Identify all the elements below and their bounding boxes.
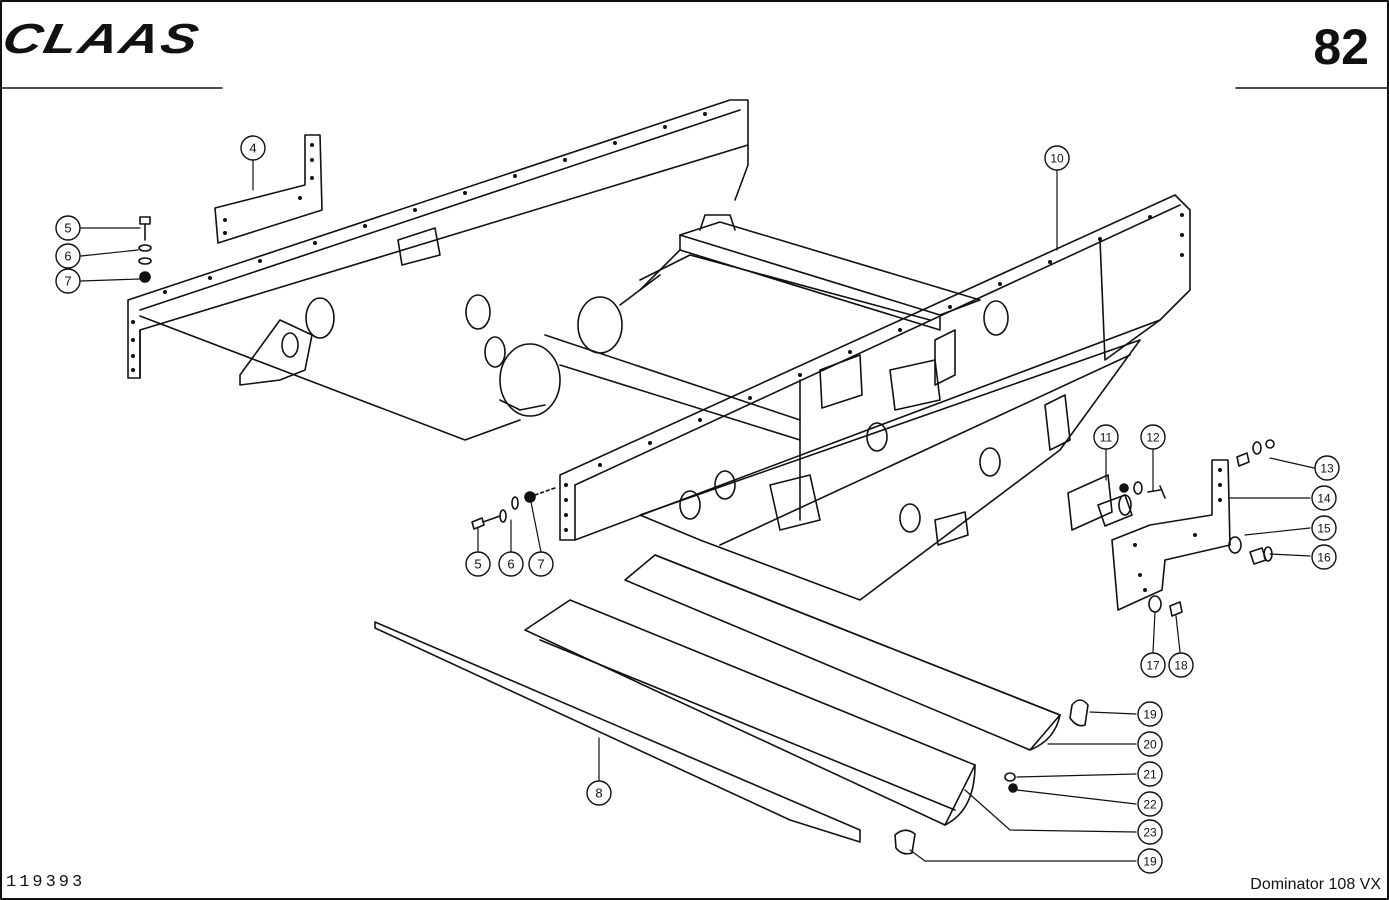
lower-frame-plate	[639, 329, 1141, 601]
callout-circle-21	[1137, 761, 1163, 787]
callout-label-15: 15	[1317, 522, 1331, 536]
callout-label-19: 19	[1143, 855, 1157, 869]
callout-circle-5	[465, 551, 491, 577]
callout-labels: 4 5 6 7 10 11 12 13 14 15 16 5 6 7 17 18 19 20 21 22 8 23 19	[55, 135, 1340, 874]
clip-19-upper	[1069, 699, 1089, 727]
hardware-17-18	[1148, 595, 1183, 617]
shield-20	[624, 554, 1061, 751]
callout-label-21: 21	[1143, 768, 1157, 782]
callout-circle-5	[55, 215, 81, 241]
hardware-bolt-washer-nut-upper	[138, 216, 152, 283]
callout-label-23: 23	[1143, 826, 1157, 840]
callout-label-10: 10	[1050, 152, 1064, 166]
callout-label-6: 6	[64, 249, 71, 264]
callout-circle-12	[1140, 424, 1166, 450]
callout-label-16: 16	[1317, 551, 1331, 565]
callout-label-17: 17	[1146, 659, 1160, 673]
clip-19-lower	[894, 829, 916, 855]
bracket-plate-4	[214, 134, 323, 244]
callout-label-13: 13	[1320, 462, 1334, 476]
callout-label-22: 22	[1143, 798, 1157, 812]
callout-circle-4	[240, 135, 266, 161]
callout-label-14: 14	[1317, 492, 1331, 506]
hardware-15-16	[1228, 536, 1273, 565]
callout-circle-19	[1137, 701, 1163, 727]
callout-circle-19	[1137, 848, 1163, 874]
callout-label-7: 7	[537, 557, 544, 572]
callout-circle-20	[1137, 731, 1163, 757]
callout-label-7: 7	[64, 274, 71, 289]
leader-lines	[80, 159, 1315, 862]
callout-circle-23	[1137, 819, 1163, 845]
callout-circle-16	[1311, 544, 1337, 570]
callout-circle-13	[1314, 455, 1340, 481]
right-side-rail	[559, 194, 1191, 541]
callout-circle-10	[1044, 145, 1070, 171]
hardware-21-22	[1004, 772, 1018, 793]
callout-label-8: 8	[595, 786, 602, 801]
shield-23	[524, 599, 976, 826]
callout-label-5: 5	[474, 557, 481, 572]
callout-label-19: 19	[1143, 708, 1157, 722]
hardware-bolt-washer-nut-lower	[471, 487, 556, 530]
callout-circle-6	[55, 243, 81, 269]
callout-circle-7	[528, 551, 554, 577]
center-cross-members	[499, 214, 981, 441]
callout-label-4: 4	[249, 141, 256, 156]
callout-label-5: 5	[64, 221, 71, 236]
callout-circle-7	[55, 268, 81, 294]
callout-circle-14	[1311, 485, 1337, 511]
callout-label-11: 11	[1100, 431, 1113, 445]
drawing-number: 119393	[6, 873, 86, 892]
model-name: Dominator 108 VX	[1250, 876, 1381, 893]
callout-label-20: 20	[1143, 738, 1157, 752]
callout-circle-22	[1137, 791, 1163, 817]
callout-label-12: 12	[1146, 431, 1160, 445]
hardware-13	[1236, 439, 1275, 467]
bracket-plate-14	[1111, 459, 1231, 611]
left-side-rail	[127, 99, 749, 441]
callout-circle-17	[1140, 652, 1166, 678]
mount-bracket-11	[1067, 474, 1166, 531]
callout-circle-6	[498, 551, 524, 577]
callout-label-6: 6	[507, 557, 514, 572]
callout-circle-11	[1093, 424, 1119, 450]
callout-circle-15	[1311, 515, 1337, 541]
callout-label-18: 18	[1174, 659, 1188, 673]
page-number: 82	[1313, 19, 1369, 75]
strip-8	[374, 621, 861, 843]
callout-circle-8	[586, 780, 612, 806]
callout-circle-18	[1168, 652, 1194, 678]
